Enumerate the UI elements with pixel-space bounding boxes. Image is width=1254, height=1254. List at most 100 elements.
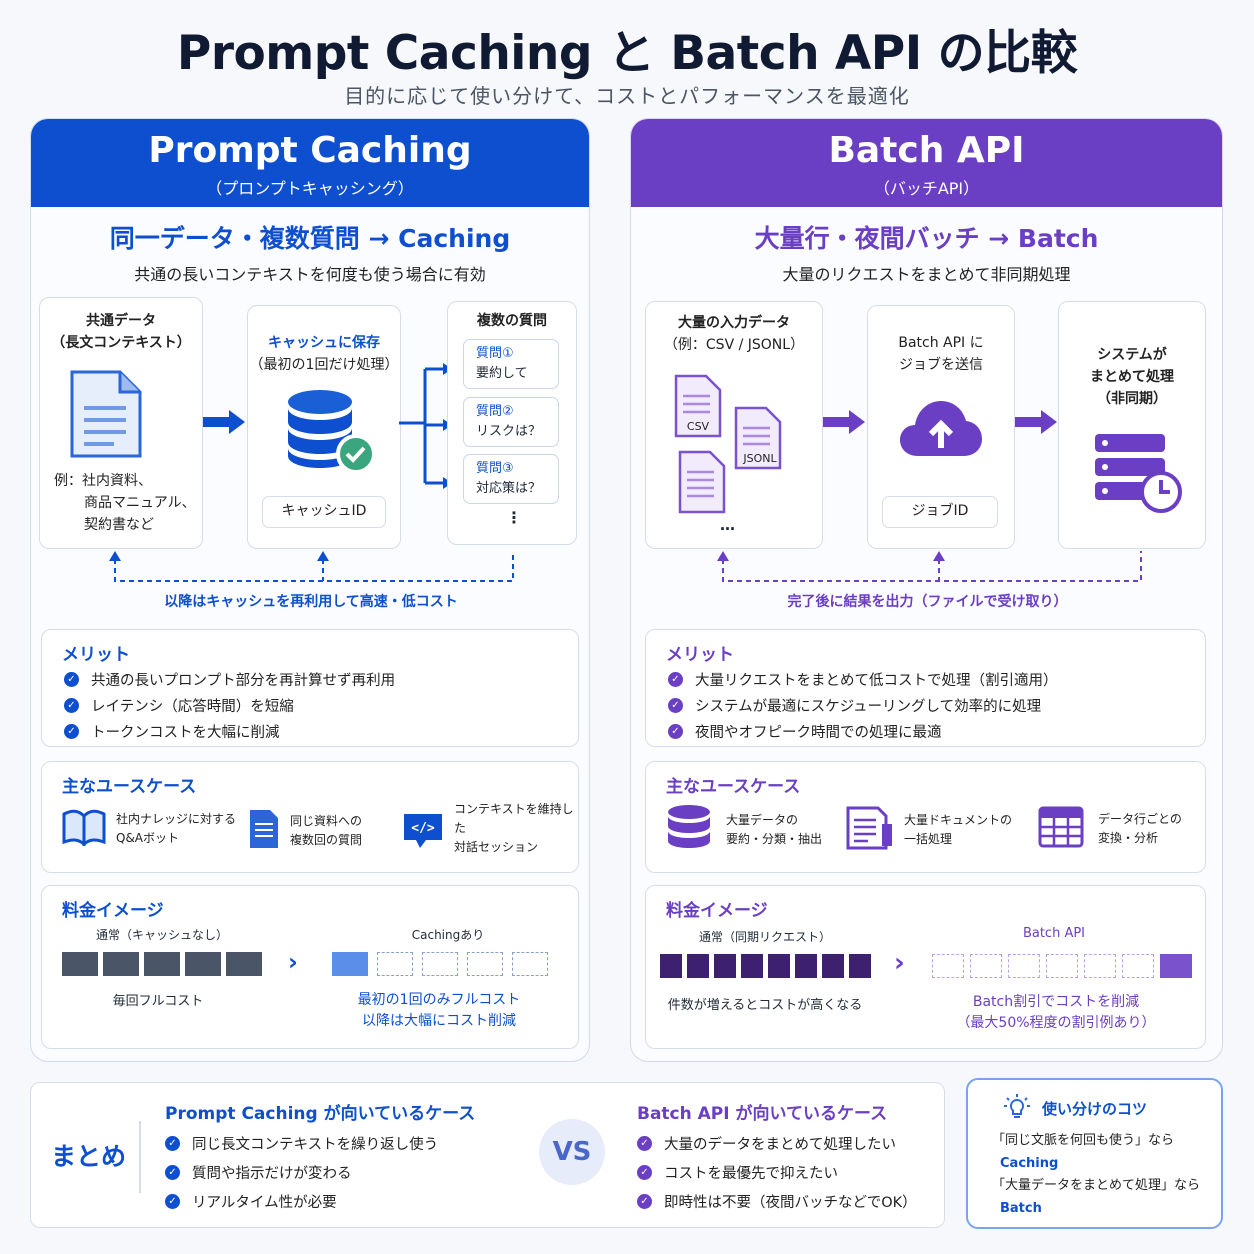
full-cost-unit	[144, 952, 180, 976]
check-icon: ✓	[165, 1165, 180, 1180]
batch-merit-item: ✓大量リクエストをまとめて低コストで処理（割引適用）	[668, 666, 1058, 692]
batch-usecase-item: データ行ごとの変換・分析	[1038, 806, 1182, 852]
summary-batch-item: ✓即時性は不要（夜間バッチなどでOK）	[637, 1187, 917, 1216]
cache-id-field: キャッシュID	[262, 496, 386, 528]
csv-file-icon: CSV	[674, 374, 722, 442]
table-icon	[1038, 806, 1084, 852]
reuse-loop-connector	[101, 549, 521, 589]
cache-save-sub: （最初の1回だけ処理）	[249, 357, 399, 373]
caching-pricing-normal-label: 通常（キャッシュなし）	[95, 928, 228, 942]
tips-content: 「同じ文脈を何回も使う」なら Caching 「大量データをまとめて処理」なら …	[992, 1133, 1201, 1216]
arrow-right-icon	[821, 409, 867, 439]
input-data-title: 大量の入力データ	[678, 315, 790, 331]
full-cost-unit	[103, 952, 139, 976]
page-title: Prompt Caching と Batch API の比較	[176, 26, 1078, 81]
vs-badge: VS	[539, 1119, 605, 1185]
svg-text:</>: </>	[411, 821, 435, 836]
batch-usecase-item: 大量ドキュメントの一括処理	[846, 806, 1012, 854]
book-icon	[62, 808, 106, 850]
check-icon: ✓	[637, 1165, 652, 1180]
batch-merits-section: メリット ✓大量リクエストをまとめて低コストで処理（割引適用） ✓システムが最適…	[645, 629, 1206, 747]
summary-caching-item: ✓質問や指示だけが変わる	[165, 1158, 438, 1187]
tips-box: 使い分けのコツ 「同じ文脈を何回も使う」なら Caching 「大量データをまと…	[966, 1078, 1223, 1229]
page-subtitle: 目的に応じて使い分けて、コストとパフォーマンスを最適化	[344, 84, 910, 108]
batch-tagline-sub: 大量のリクエストをまとめて非同期処理	[782, 265, 1071, 284]
cost-bar-cached	[332, 952, 554, 976]
cost-bar-normal	[660, 954, 876, 978]
summary-section: まとめ Prompt Caching が向いているケース ✓同じ長文コンテキスト…	[30, 1082, 945, 1228]
batch-merit-item: ✓夜間やオフピーク時間での処理に最適	[668, 718, 1058, 744]
full-cost-unit	[795, 954, 817, 978]
summary-caching-list: ✓同じ長文コンテキストを繰り返し使う ✓質問や指示だけが変わる ✓リアルタイム性…	[165, 1129, 438, 1216]
document-icon	[248, 808, 280, 854]
reduced-cost-unit	[377, 952, 413, 976]
summary-divider	[139, 1121, 141, 1193]
server-clock-icon	[1093, 432, 1185, 520]
branch-connector	[399, 359, 453, 503]
reduced-cost-unit	[512, 952, 548, 976]
system-process-title: システムが まとめて処理 （非同期）	[1090, 347, 1174, 407]
chevron-right-icon: ›	[288, 948, 298, 976]
full-cost-unit	[687, 954, 709, 978]
check-icon: ✓	[668, 697, 683, 713]
system-process-box: システムが まとめて処理 （非同期）	[1058, 301, 1206, 549]
batch-pricing-batch-label: Batch API	[1022, 926, 1086, 941]
caching-pricing-cached-caption: 最初の1回のみフルコスト 以降は大幅にコスト削減	[357, 992, 521, 1029]
full-cost-unit	[660, 954, 682, 978]
caching-header: Prompt Caching （プロンプトキャッシング）	[31, 119, 589, 207]
cost-bar-normal	[62, 952, 266, 976]
arrow-right-icon	[1013, 409, 1059, 439]
discounted-cost-unit	[1084, 954, 1116, 978]
caching-merit-item: ✓レイテンシ（応答時間）を短縮	[64, 692, 395, 718]
check-icon: ✓	[64, 671, 79, 687]
caching-tagline-sub: 共通の長いコンテキストを何度も使う場合に有効	[134, 265, 486, 284]
full-cost-unit	[185, 952, 221, 976]
full-cost-unit	[62, 952, 98, 976]
cache-save-title: キャッシュに保存	[268, 335, 380, 351]
caching-subtitle: （プロンプトキャッシング）	[206, 179, 414, 198]
check-icon: ✓	[668, 723, 683, 739]
summary-batch-item: ✓コストを最優先で抑えたい	[637, 1158, 917, 1187]
discounted-cost-unit	[1046, 954, 1078, 978]
discounted-cost-unit	[932, 954, 964, 978]
questions-title: 複数の質問	[477, 313, 547, 329]
caching-merit-item: ✓共通の長いプロンプト部分を再計算せず再利用	[64, 666, 395, 692]
caching-pricing-section: 料金イメージ 通常（キャッシュなし） 毎回フルコスト › Cachingあり 最…	[41, 885, 579, 1049]
batch-pricing-normal-label: 通常（同期リクエスト）	[698, 930, 831, 944]
code-chat-icon: </>	[402, 812, 444, 854]
full-cost-unit	[1160, 954, 1192, 978]
caching-pricing-normal-caption: 毎回フルコスト	[112, 994, 204, 1009]
caching-pricing-cached-label: Cachingあり	[411, 928, 485, 942]
common-data-box: 共通データ （長文コンテキスト） 例：社内資料、 商品マニュアル、 契約書など	[39, 297, 203, 549]
batch-pricing-section: 料金イメージ 通常（同期リクエスト） 件数が増えるとコストが高くなる › Bat…	[645, 885, 1206, 1049]
batch-panel: Batch API （バッチAPI） 大量行・夜間バッチ → Batch 大量の…	[630, 118, 1223, 1062]
summary-batch-list: ✓大量のデータをまとめて処理したい ✓コストを最優先で抑えたい ✓即時性は不要（…	[637, 1129, 917, 1216]
common-data-sub: （長文コンテキスト）	[51, 335, 191, 351]
full-cost-unit	[768, 954, 790, 978]
more-files-icon: …	[720, 516, 735, 534]
more-questions-icon: ⋮	[506, 508, 522, 527]
batch-pricing-title: 料金イメージ	[666, 901, 768, 921]
reuse-note: 以降はキャッシュを再利用して高速・低コスト	[164, 594, 458, 610]
result-note: 完了後に結果を出力（ファイルで受け取り）	[787, 594, 1068, 610]
summary-batch-title: Batch API が向いているケース	[637, 1104, 888, 1124]
caching-usecases-title: 主なユースケース	[62, 777, 197, 797]
cost-bar-batch	[932, 954, 1194, 978]
full-cost-unit	[741, 954, 763, 978]
caching-panel: Prompt Caching （プロンプトキャッシング） 同一データ・複数質問 …	[30, 118, 590, 1062]
full-cost-unit	[849, 954, 871, 978]
lightbulb-icon	[1004, 1094, 1030, 1124]
discounted-cost-unit	[1122, 954, 1154, 978]
full-cost-unit	[822, 954, 844, 978]
file-icon	[678, 450, 726, 518]
send-job-box: Batch API にジョブを送信 ジョブID	[867, 305, 1015, 549]
batch-usecases-title: 主なユースケース	[666, 777, 801, 797]
caching-usecase-item: 同じ資料への複数回の質問	[248, 808, 362, 854]
batch-header: Batch API （バッチAPI）	[631, 119, 1222, 207]
input-data-sub: （例：CSV / JSONL）	[663, 337, 805, 353]
reduced-cost-unit	[467, 952, 503, 976]
